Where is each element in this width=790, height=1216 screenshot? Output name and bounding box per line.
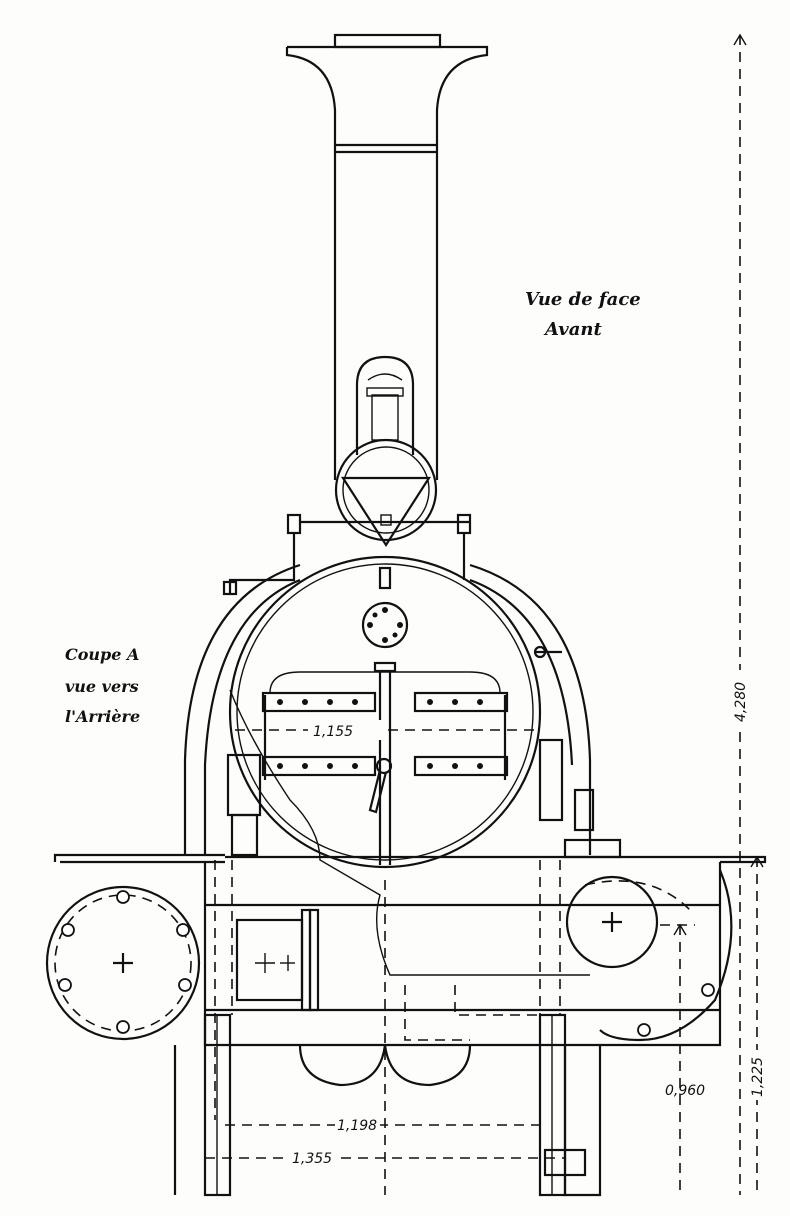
front-view-label: Vue de face <box>525 289 641 310</box>
dim-boiler-width: 1,155 <box>313 724 353 740</box>
dim-axle-height: 0,960 <box>665 1083 705 1099</box>
section-label-2: vue vers <box>65 677 139 696</box>
casing-inner <box>203 578 574 855</box>
dim-outer-gauge: 1,355 <box>292 1151 332 1167</box>
casing-arch <box>183 563 592 855</box>
frame <box>53 853 767 1087</box>
dimension-lines <box>205 33 770 1195</box>
chimney <box>285 33 489 480</box>
dim-frame-height: 1,225 <box>750 1057 766 1097</box>
front-view-label-2: Avant <box>543 319 602 340</box>
wheels <box>173 860 602 1197</box>
dim-total-height: 4,280 <box>733 682 749 722</box>
boiler-section <box>228 555 590 976</box>
left-buffer <box>45 885 295 1041</box>
side-pipes <box>226 738 622 859</box>
smokebox-door <box>222 438 472 596</box>
section-label-3: l'Arrière <box>65 707 140 726</box>
section-label: Coupe A <box>65 645 139 664</box>
right-buffer <box>565 869 733 1042</box>
dim-inner-gauge: 1,198 <box>337 1118 377 1134</box>
